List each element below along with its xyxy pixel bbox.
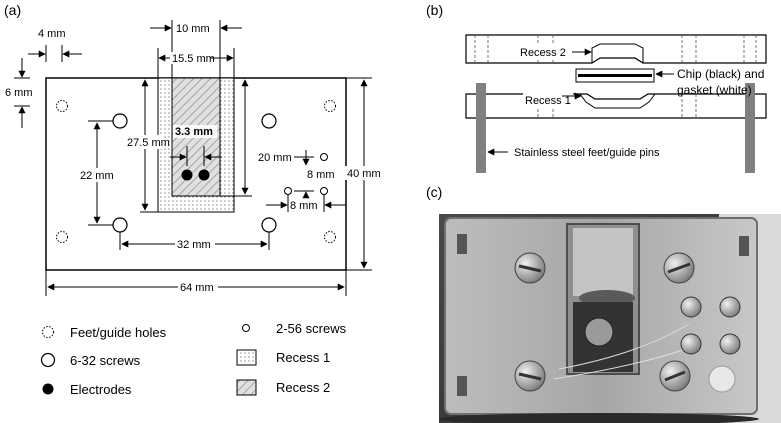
dim-4mm: 4 mm	[38, 28, 66, 40]
label-chip-line2: gasket (white)	[677, 83, 752, 97]
dim-27-5mm: 27.5 mm	[127, 137, 170, 149]
guide-pin	[476, 83, 486, 173]
chip	[578, 74, 652, 77]
screw-2-56	[320, 187, 328, 195]
legend-recess-1-icon	[236, 349, 257, 366]
dim-40mm: 40 mm	[347, 168, 381, 180]
bottom-piece	[465, 93, 767, 119]
guide-pin	[745, 83, 755, 173]
screw-6-32	[112, 113, 128, 129]
feet-hole	[56, 231, 68, 243]
legend-6-32-icon	[40, 352, 56, 368]
legend-recess-2-label: Recess 2	[276, 380, 330, 395]
dim-8mm-horizontal: 8 mm	[290, 200, 318, 212]
dim-10mm: 10 mm	[176, 23, 210, 35]
recess-2-profile	[591, 43, 644, 63]
dim-64mm: 64 mm	[180, 282, 214, 294]
top-piece	[465, 34, 767, 64]
panel-c-label: (c)	[426, 184, 442, 200]
panel-a: (a) 4 mm 6 mm	[4, 2, 385, 397]
legend-feet-icon	[42, 326, 54, 338]
legend: Feet/guide holes 6-32 screws Electrodes …	[40, 321, 347, 397]
legend-feet-label: Feet/guide holes	[70, 325, 167, 340]
dim-6mm: 6 mm	[5, 87, 33, 99]
legend-recess-1-label: Recess 1	[276, 350, 330, 365]
legend-2-56-icon	[242, 324, 250, 332]
label-recess-2: Recess 2	[520, 47, 566, 59]
feet-hole	[324, 231, 336, 243]
screw-6-32	[261, 217, 277, 233]
dim-32mm: 32 mm	[177, 239, 211, 251]
legend-6-32-label: 6-32 screws	[70, 353, 141, 368]
feet-hole	[56, 100, 68, 112]
electrode	[181, 169, 193, 181]
legend-electrode-icon	[42, 383, 54, 395]
panel-b-label: (b)	[426, 2, 443, 18]
feet-hole	[324, 100, 336, 112]
dim-22mm: 22 mm	[80, 170, 114, 182]
recess-1-profile	[579, 93, 656, 109]
screw-6-32	[261, 113, 277, 129]
legend-electrodes-label: Electrodes	[70, 382, 132, 397]
dim-15-5mm: 15.5 mm	[172, 53, 215, 65]
label-chip-line1: Chip (black) and	[677, 67, 764, 81]
screw-2-56	[284, 187, 292, 195]
screw-6-32	[112, 217, 128, 233]
label-feet: Stainless steel feet/guide pins	[514, 147, 660, 159]
device-photo	[439, 214, 781, 423]
dim-3-3mm: 3.3 mm	[175, 126, 213, 138]
legend-2-56-label: 2-56 screws	[276, 321, 347, 336]
label-recess-1: Recess 1	[525, 95, 571, 107]
dim-8mm-vertical: 8 mm	[307, 169, 335, 181]
dim-20mm: 20 mm	[258, 152, 292, 164]
screw-2-56	[320, 153, 328, 161]
electrode	[198, 169, 210, 181]
legend-recess-2-icon	[236, 379, 257, 396]
panel-a-label: (a)	[4, 2, 21, 18]
panel-b: (b) Recess 2	[426, 2, 767, 173]
